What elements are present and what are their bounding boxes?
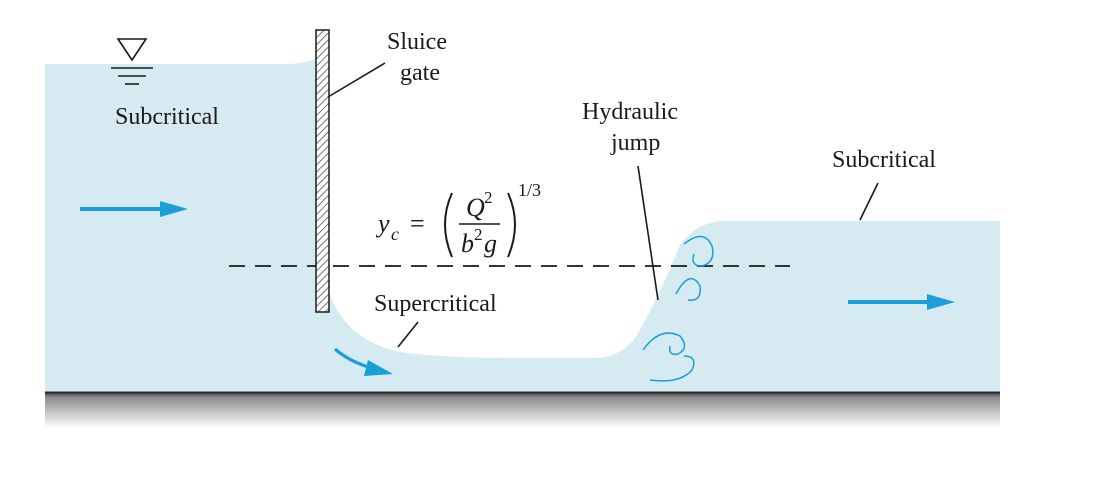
- eq-outer-exp: 1/3: [518, 180, 541, 200]
- flow-arrow-right-icon: [848, 294, 955, 310]
- eq-num-exp: 2: [484, 188, 493, 207]
- flow-arrow-supercritical-icon: [333, 347, 393, 376]
- sluice-gate: [315, 29, 330, 313]
- label-sluice-gate-line1: Sluice: [387, 29, 447, 55]
- critical-depth-equation: y c = Q 2 b 2 g 1/3: [375, 180, 541, 258]
- eddy-swirl-icon: [642, 235, 714, 382]
- label-hydraulic-jump-line2: jump: [610, 130, 660, 156]
- eq-right-paren: [507, 192, 516, 258]
- label-subcritical-left: Subcritical: [115, 104, 219, 130]
- supercritical-leader: [397, 321, 419, 348]
- water-body: [45, 58, 1000, 392]
- flow-arrow-left-icon: [80, 201, 188, 217]
- label-hydraulic-jump-line1: Hydraulic: [582, 99, 678, 125]
- channel-bed: [45, 392, 1000, 428]
- eq-left-paren: [444, 192, 453, 258]
- sluice-gate-leader: [327, 62, 386, 98]
- eq-num-var: Q: [466, 193, 485, 222]
- hydraulic-jump-leader: [637, 165, 659, 301]
- eq-den-var2: g: [484, 229, 497, 258]
- eq-equals: =: [410, 209, 425, 238]
- eq-lhs-sub: c: [391, 224, 399, 244]
- eq-lhs-var: y: [375, 209, 390, 238]
- subcritical-right-leader: [859, 182, 879, 221]
- label-subcritical-right: Subcritical: [832, 147, 936, 173]
- label-sluice-gate-line2: gate: [400, 60, 440, 86]
- free-surface-icon: [111, 38, 153, 85]
- label-supercritical: Supercritical: [374, 291, 497, 317]
- eq-den-var1: b: [461, 229, 474, 258]
- eq-den-exp: 2: [474, 225, 483, 244]
